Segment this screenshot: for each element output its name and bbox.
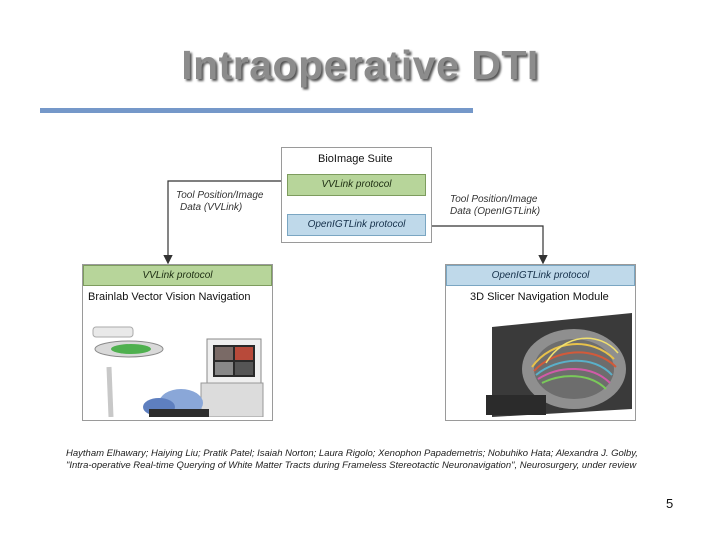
slicer-box: OpenIGTLink protocol 3D Slicer Navigatio… (445, 264, 636, 421)
citation: Haytham Elhawary; Haiying Liu; Pratik Pa… (66, 448, 638, 471)
right-arrow-label-line2: Data (OpenIGTLink) (450, 206, 541, 217)
bioimage-vvlink-header: VVLink protocol (287, 174, 426, 196)
brainlab-vvlink-header: VVLink protocol (83, 265, 272, 286)
left-arrow-label-line1: Tool Position/Image (176, 190, 264, 201)
vvlink-arrow (163, 180, 282, 265)
page-number: 5 (666, 496, 674, 511)
right-arrow-label: Tool Position/Image Data (OpenIGTLink) (450, 194, 540, 218)
slide-title: Intraoperative DTI (181, 42, 539, 88)
bioimage-suite-box: BioImage Suite VVLink protocol OpenIGTLi… (281, 147, 432, 243)
slicer-title: 3D Slicer Navigation Module (470, 291, 609, 303)
brainlab-box: VVLink protocol Brainlab Vector Vision N… (82, 264, 273, 421)
slicer-tractography-image (482, 309, 632, 417)
brainlab-title: Brainlab Vector Vision Navigation (88, 291, 251, 303)
left-arrow-label: Tool Position/Image Data (VVLink) (176, 190, 263, 214)
right-arrow-label-line1: Tool Position/Image (450, 194, 538, 205)
openigtlink-arrow (426, 225, 548, 265)
brainlab-photo (89, 309, 267, 417)
left-arrow-label-line2: Data (VVLink) (180, 202, 243, 213)
bioimage-openigtlink-header: OpenIGTLink protocol (287, 214, 426, 236)
title-underline (40, 108, 473, 113)
bioimage-suite-title: BioImage Suite (318, 153, 393, 165)
slicer-openigtlink-header: OpenIGTLink protocol (446, 265, 635, 286)
